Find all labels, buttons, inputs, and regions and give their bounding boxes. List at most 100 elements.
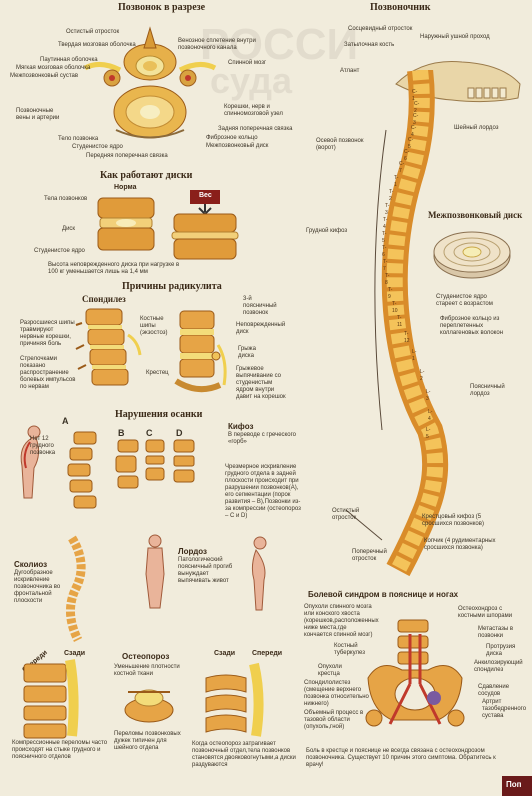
osteo-title: Остеопороз <box>122 652 170 661</box>
compression-fracture-illustration <box>23 659 79 739</box>
label-weight: Вес <box>199 192 212 199</box>
heading-posture: Нарушения осанки <box>115 409 203 420</box>
pain-sacral-tumor: Опухоли крестца <box>318 664 342 677</box>
scoliosis-spine-illustration <box>66 535 86 643</box>
label-nucleus-small: Студенистое ядро <box>34 248 85 254</box>
label-scoliosis: Сколиоз <box>14 560 48 569</box>
pain-spinal-nerve: Опухоли спинного мозга или конского хвос… <box>304 604 379 638</box>
pelvis-illustration <box>365 619 465 727</box>
label-norm: Норма <box>114 184 137 191</box>
osteo-when: Когда остеопороз затрагивает позвоночный… <box>192 741 296 768</box>
lordosis-figure-side <box>251 536 267 611</box>
pain-protrusion: Протрузия диска <box>486 644 516 657</box>
radic-hernia-text: Грыжевое выпячивание со студенистым ядро… <box>236 366 286 400</box>
radic-l3: 3-й поясничный позвонок <box>243 296 277 316</box>
pain-caption: Боль в крестце и пояснице не всегда связ… <box>306 748 496 768</box>
label-nucleus: Студенистое ядро <box>72 144 123 150</box>
letter-b: B <box>118 428 125 438</box>
label-spinous: Остистый отросток <box>66 29 120 35</box>
label-annulus: Фиброзное кольцо <box>206 135 258 141</box>
label-bodies: Тела позвонков <box>44 196 88 202</box>
label-arachnoid: Паутинная оболочка <box>40 57 98 63</box>
pain-bony-tuber: Костный туберкулез <box>334 643 365 656</box>
label-dura: Твердая мозговая оболочка <box>58 42 136 48</box>
spine-label-canal: Сосцевидный отросток <box>348 26 413 32</box>
label-spondylosis: Спондилез <box>82 294 126 304</box>
corner-tab <box>502 776 532 796</box>
pain-pelvic: Объемный процесс в тазовой области (опух… <box>304 710 364 730</box>
ivdisc-illustration <box>433 231 511 279</box>
pain-vascular: Сдавление сосудов <box>478 684 510 697</box>
pain-metastases: Метастазы в позвонки <box>478 626 514 639</box>
vertebra-mark: T-3 <box>385 203 390 216</box>
spine-label-auditory: Наружный ушной проход <box>420 34 490 40</box>
radic-sacrum: Крестец <box>146 370 169 376</box>
vertebra-mark: C-7 <box>399 161 405 174</box>
disc-normal-illustration <box>97 197 155 251</box>
vertebra-mark: C-1 <box>412 89 418 102</box>
heading-pain: Болевой синдром в пояснице и ногах <box>308 590 459 599</box>
osteo-back-1: Сзади <box>64 650 86 657</box>
spine-label-transverse: Поперечный отросток <box>352 549 387 562</box>
heading-vertebra-section: Позвонок в разрезе <box>118 2 206 13</box>
label-facet: Межпозвонковый сустав <box>10 73 79 79</box>
spine-label-coccyx: Копчик (4 рудиментарных сросшихся позвон… <box>424 538 496 551</box>
label-roots: Корешки, нерв и спинномозговой узел <box>224 104 283 117</box>
vertebra-mark: T-6 <box>382 245 387 258</box>
letter-a: A <box>62 416 69 426</box>
pain-osteochondrosis: Остеохондроз с костными шпорами <box>458 606 513 619</box>
spine-label-axis: Осевой позвонок (ворот) <box>316 138 364 151</box>
vertebra-mark: T-2 <box>389 189 394 202</box>
spine-label-lumbar: Поясничный лордоз <box>470 384 505 397</box>
biconcave-vertebrae-illustration <box>205 662 264 737</box>
lordosis-figure-front <box>145 534 165 609</box>
osteo-back-2: Сзади <box>214 650 236 657</box>
label-no12: Нет 12 грудного позвонка <box>30 436 56 456</box>
radic-spurs-text: Разросшиеся шипы травмируют нервные коре… <box>20 320 75 347</box>
radic-arrows-text: Стрелочками показано распространение бол… <box>20 356 76 390</box>
ivdisc-fibrous: Фиброзное кольцо из переплетенных коллаг… <box>440 316 504 336</box>
label-veins: Позвоночные вены и артерии <box>16 108 60 121</box>
label-ant-lig: Передняя поперечная связка <box>86 153 168 159</box>
vertebra-mark: T-1 <box>394 175 399 188</box>
ghost-print-1: РОССИ <box>200 20 359 69</box>
label-lordosis: Лордоз <box>178 547 208 556</box>
spine-label-cervical: Шейный лордоз <box>454 125 499 131</box>
ghost-print-2: суда <box>210 60 293 101</box>
pain-arthritis: Артрит тазобедренного сустава <box>482 699 527 719</box>
osteo-fractures: Переломы позвонковых дужек типичен для ш… <box>114 731 181 751</box>
disc-caption: Высота неповрежденного диска при нагрузк… <box>48 262 180 275</box>
label-kyphosis: Кифоз <box>228 422 254 431</box>
radic-bone-spurs: Костные шипы (экзостоз) <box>140 316 168 336</box>
ivdisc-nucleus: Студенистое ядро стареет с возрастом <box>436 294 493 307</box>
vertebra-mark: L-1 <box>412 349 417 362</box>
vertebra-mark: T-8 <box>385 273 390 286</box>
vertebra-mark: L-2 <box>420 369 425 382</box>
vertebra-mark: C-3 <box>413 113 419 126</box>
vertebra-mark: C-6 <box>404 149 410 162</box>
vertebra-mark: T-5 <box>382 231 387 244</box>
pain-ankylosing: Анкилозирующий спондилез <box>474 660 523 673</box>
osteo-reduced: Уменьшение плотности костной ткани <box>114 664 180 677</box>
heading-radiculitis: Причины радикулита <box>122 281 222 292</box>
kyphosis-def: В переводе с греческого «горб» <box>228 432 296 445</box>
spine-label-spinous: Остистый отросток <box>332 508 360 521</box>
disc-loaded-illustration <box>171 190 239 260</box>
heading-spine: Позвоночник <box>370 2 431 13</box>
osteo-cervical-illustration <box>124 689 174 723</box>
corner-text: Поп <box>506 780 522 789</box>
label-body: Тело позвонка <box>58 136 99 142</box>
vertebra-mark: T-4 <box>383 217 388 230</box>
kyphosis-figure <box>20 425 41 499</box>
spine-label-occipital: Затылочная кость <box>344 42 395 48</box>
vertebra-mark: C-2 <box>414 101 420 114</box>
heading-discs-how: Как работают диски <box>100 170 193 181</box>
label-spinal-cord: Спинной мозг <box>228 60 267 66</box>
label-venous-plexus: Венозное сплетение внутри позвоночного к… <box>178 38 256 51</box>
radic-damaged-disc: Неповрежденный диск <box>236 322 286 335</box>
letter-d: D <box>176 428 183 438</box>
scoliosis-text: Дугообразное искривление позвоночника во… <box>14 570 61 604</box>
vertebra-mark: L-4 <box>428 409 433 422</box>
vertebra-mark: L-5 <box>426 427 431 440</box>
vertebra-mark: T-11 <box>397 315 403 328</box>
